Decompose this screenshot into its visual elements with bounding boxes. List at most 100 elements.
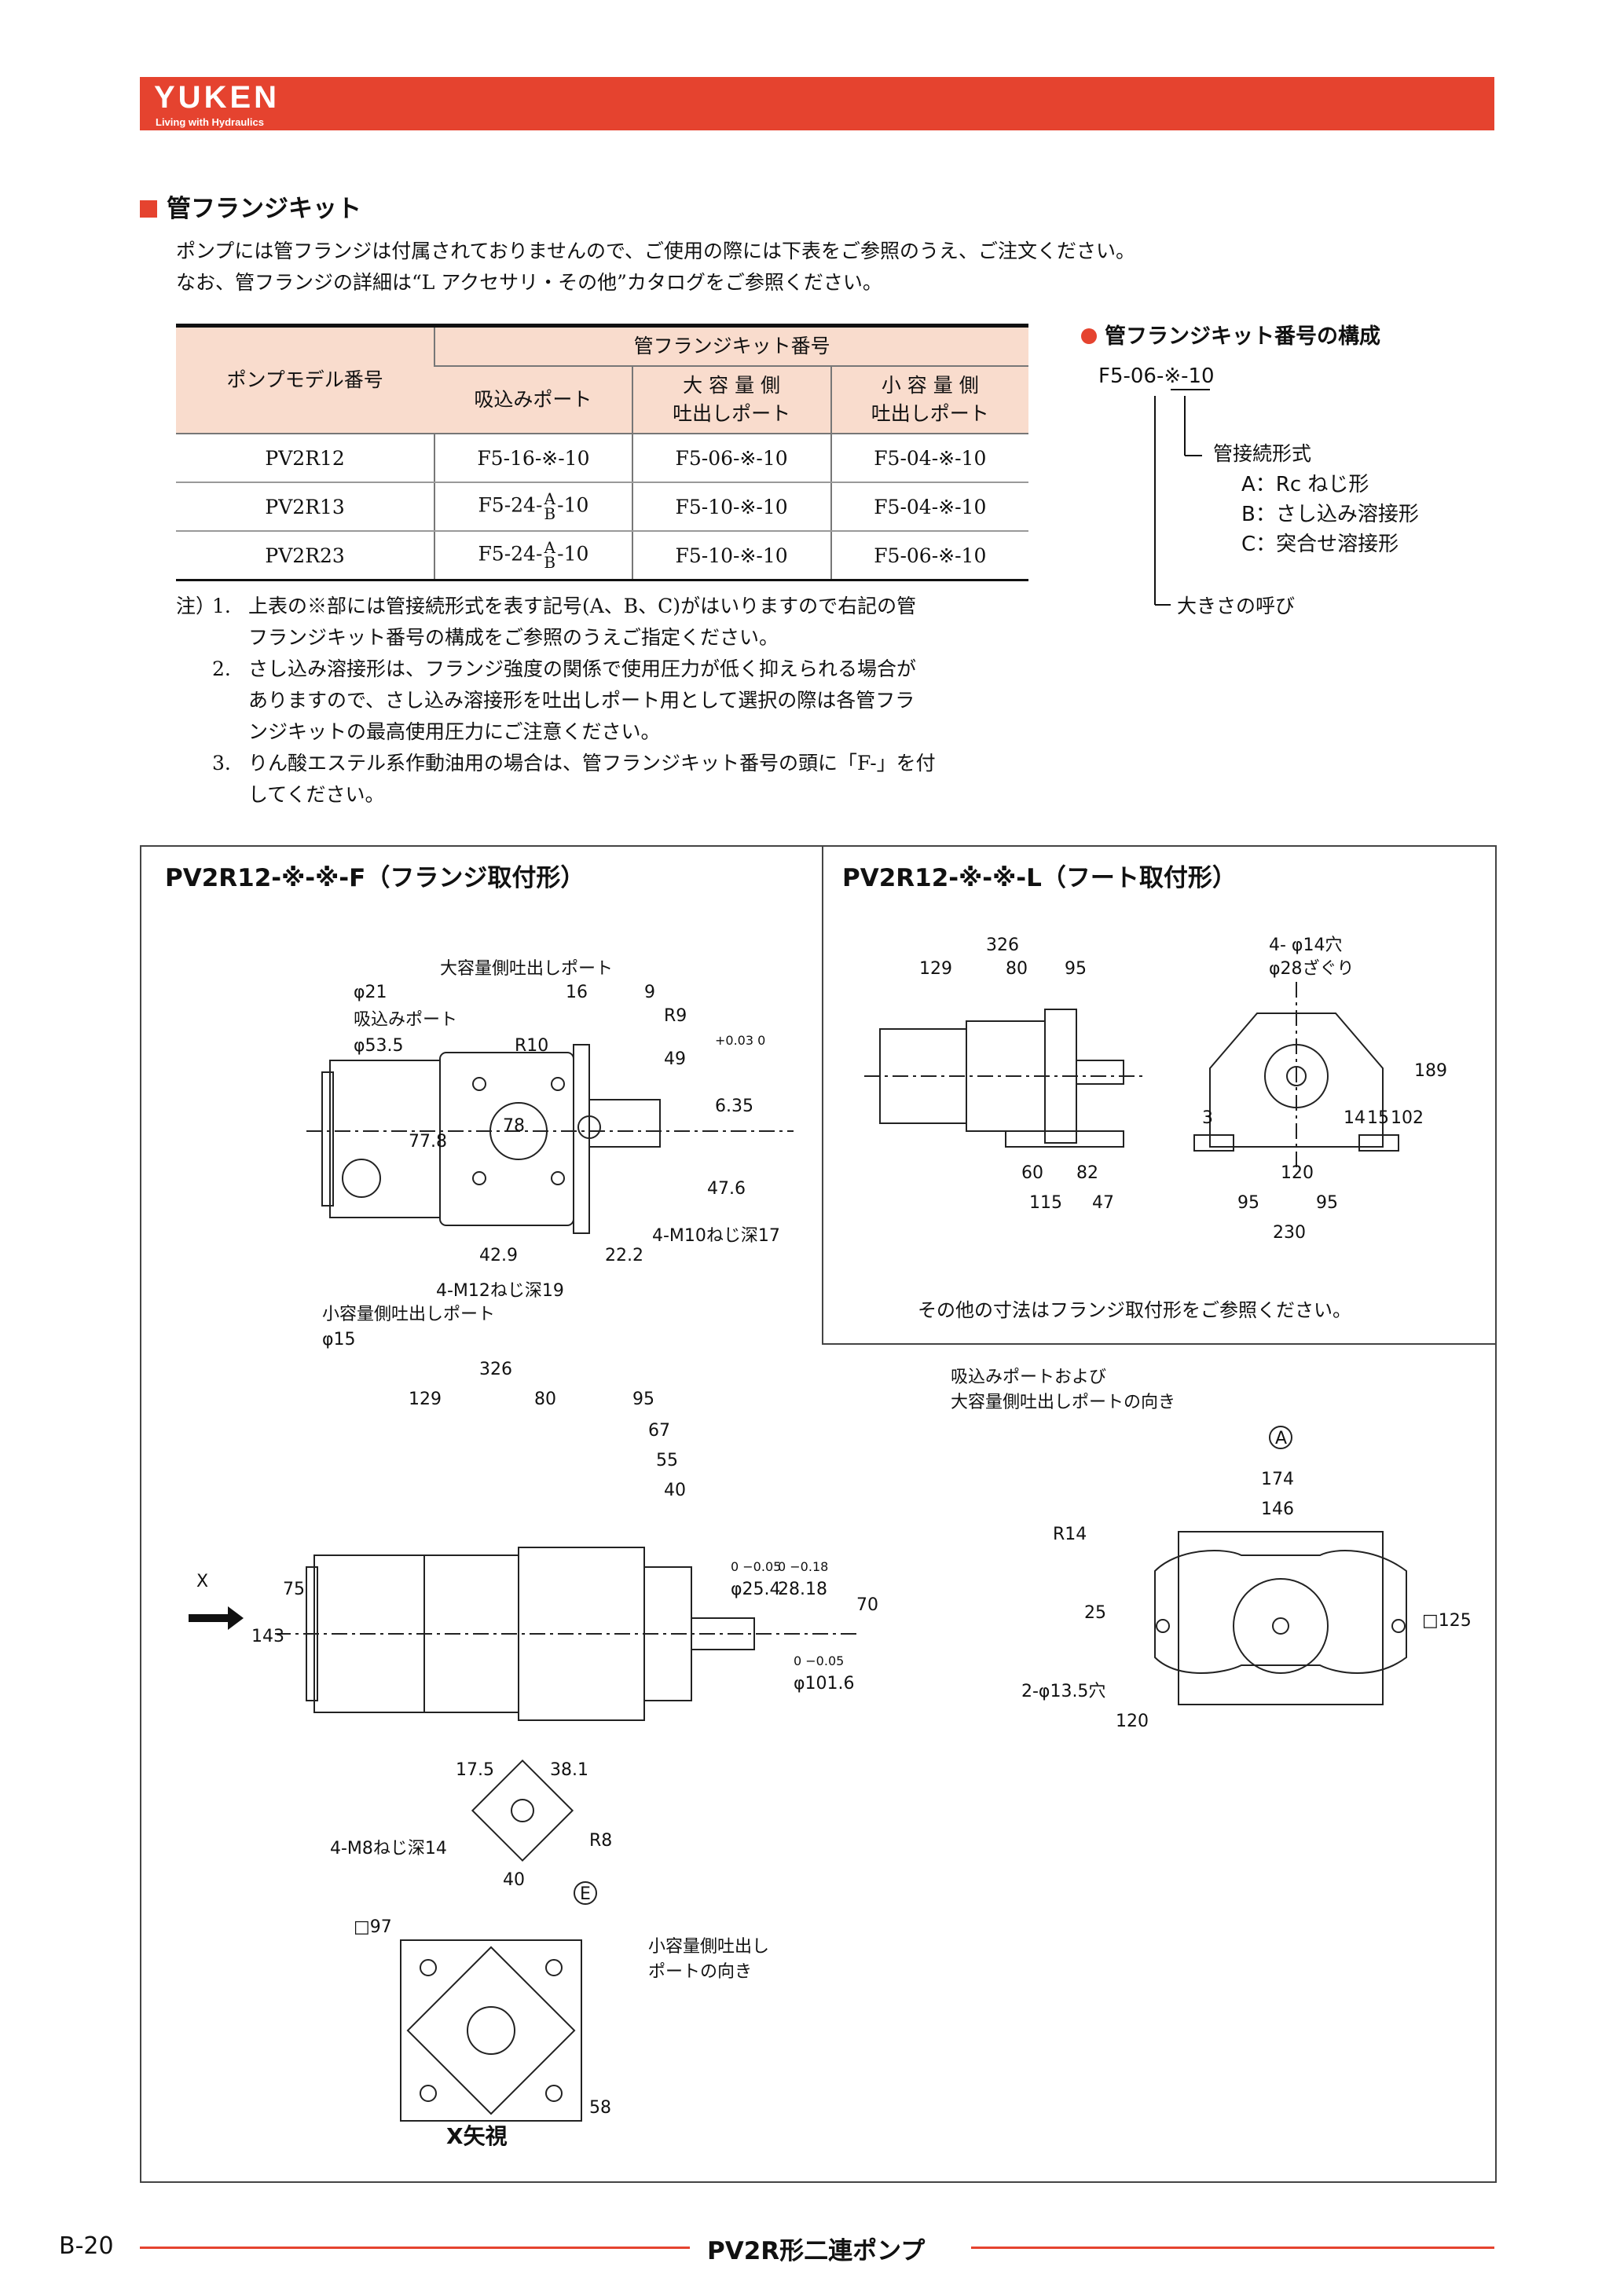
- dim-label: 129: [409, 1390, 442, 1409]
- dim-label: 189: [1414, 1061, 1447, 1081]
- dim-label: +0.03 0: [715, 1033, 765, 1048]
- dim-label: 82: [1076, 1163, 1098, 1183]
- dim-label: 22.2: [605, 1246, 643, 1265]
- drawing-frame: [140, 845, 1497, 2183]
- header-small: 小 容 量 側吐出しポート: [830, 366, 1028, 434]
- dim-label: 95: [632, 1390, 654, 1409]
- config-option: C：突合せ溶接形: [1241, 533, 1399, 556]
- dim-label: 146: [1261, 1500, 1294, 1519]
- dim-label: 42.9: [479, 1246, 518, 1265]
- dim-label: 58: [589, 2098, 611, 2118]
- notes: 注）1.上表の※部には管接続形式を表す記号(A、B、C)がはいりますので右記の管…: [176, 591, 1032, 811]
- brand-logo: YUKEN: [154, 80, 280, 115]
- flange-view-title: PV2R12-※-※-F（フランジ取付形）: [165, 864, 585, 892]
- config-code: F5-06-※-10: [1098, 364, 1215, 388]
- footer-rule: [971, 2247, 1494, 2249]
- header-bar: [140, 77, 1494, 130]
- dim-label: 75: [283, 1580, 305, 1599]
- dim-label: 143: [251, 1627, 284, 1646]
- header-large: 大 容 量 側吐出しポート: [631, 366, 831, 434]
- dim-label: 40: [664, 1481, 686, 1500]
- dim-label: 16: [566, 983, 588, 1002]
- flange-kit-table: ポンプモデル番号 管フランジキット番号 吸込みポート 大 容 量 側吐出しポート…: [176, 324, 1028, 581]
- dim-label: 14: [1344, 1108, 1366, 1128]
- dim-label: φ25.4: [731, 1580, 781, 1599]
- view-arrow-icon: [189, 1606, 244, 1630]
- footer-title: PV2R形二連ポンプ: [707, 2237, 926, 2265]
- dim-label: φ21: [354, 983, 387, 1002]
- config-size-label: 大きさの呼び: [1177, 595, 1296, 617]
- dim-label: 6.35: [715, 1097, 753, 1116]
- header-model: ポンプモデル番号: [176, 325, 435, 434]
- dim-label: E: [580, 1884, 591, 1904]
- dim-label: 0 −0.18: [778, 1559, 828, 1574]
- dim-label: 17.5: [456, 1760, 494, 1780]
- dim-label: 38.1: [550, 1760, 588, 1780]
- dim-label: 25: [1084, 1603, 1106, 1623]
- dim-label: 大容量側吐出しポート: [440, 959, 613, 979]
- dim-label: A: [1275, 1429, 1287, 1448]
- dim-label: 95: [1316, 1193, 1338, 1213]
- square-bullet-icon: [140, 200, 157, 218]
- dim-label: 55: [656, 1451, 678, 1470]
- dim-label: 67: [648, 1421, 670, 1441]
- intro-text: ポンプには管フランジは付属されておりませんので、ご使用の際には下表をご参照のうえ…: [176, 236, 1135, 298]
- dim-label: 小容量側吐出し: [648, 1937, 769, 1957]
- x-view-drawing: 17.5 38.1 4-M8ねじ深14 R8 40 E □97 小容量側吐出し …: [330, 1759, 769, 2122]
- main-side-drawing: 326 129 80 95 67 55 40 φ25.4 0 −0.05 28.…: [189, 1360, 878, 1721]
- flange-side-drawing: 大容量側吐出しポート φ21 吸込みポート φ53.5 R10 16 9 R9 …: [306, 959, 794, 1349]
- dim-label: 95: [1237, 1193, 1259, 1213]
- dim-label: 102: [1391, 1108, 1424, 1128]
- config-conn-label: 管接続形式: [1213, 442, 1312, 465]
- dim-label: 77.8: [409, 1132, 447, 1152]
- dim-label: 吸込みポート: [354, 1010, 457, 1030]
- dim-label: R8: [589, 1831, 612, 1851]
- dim-label: □125: [1422, 1611, 1472, 1631]
- dim-label: 吸込みポートおよび: [951, 1368, 1106, 1387]
- dim-label: 326: [479, 1360, 512, 1379]
- dim-label: R14: [1053, 1525, 1087, 1544]
- x-view-label: X矢視: [446, 2123, 508, 2149]
- dim-label: 3: [1202, 1108, 1213, 1128]
- dim-label: 4-M12ねじ深19: [436, 1281, 564, 1301]
- circle-bullet-icon: [1081, 328, 1097, 344]
- config-option: A：Rc ねじ形: [1241, 473, 1369, 496]
- frame-divider: [822, 1343, 1497, 1345]
- dim-label: 小容量側吐出しポート: [322, 1305, 495, 1324]
- dim-label: 15: [1367, 1108, 1389, 1128]
- dim-label: X: [196, 1572, 208, 1591]
- dim-label: 78: [503, 1116, 525, 1136]
- dim-label: φ15: [322, 1330, 356, 1349]
- dim-label: 230: [1273, 1223, 1306, 1243]
- dim-label: R9: [664, 1006, 687, 1026]
- config-title: 管フランジキット番号の構成: [1081, 319, 1380, 350]
- dim-label: 47.6: [707, 1179, 746, 1199]
- dim-label: 70: [856, 1595, 878, 1615]
- dim-label: 大容量側吐出しポートの向き: [951, 1393, 1175, 1412]
- page-number: B-20: [59, 2232, 114, 2260]
- dim-label: 80: [534, 1390, 556, 1409]
- dim-label: 40: [503, 1870, 525, 1890]
- notes-prefix: 注）: [176, 595, 216, 617]
- frame-divider: [822, 845, 823, 1345]
- dim-label: 0 −0.05: [794, 1653, 844, 1668]
- config-option: B：さし込み溶接形: [1241, 503, 1419, 526]
- dim-label: ポートの向き: [648, 1962, 752, 1982]
- dim-label: 120: [1116, 1712, 1149, 1731]
- table-row: PV2R12 F5-16-※-10 F5-06-※-10 F5-04-※-10: [176, 434, 1028, 483]
- dim-label: 49: [664, 1049, 686, 1069]
- header-group: 管フランジキット番号: [434, 325, 1028, 367]
- config-leader-lines: [1154, 389, 1210, 606]
- dim-label: 129: [919, 959, 952, 979]
- foot-drawing: 326 129 80 95 4- φ14穴 φ28ざぐり 189 102 15 …: [864, 936, 1447, 1243]
- dim-label: □97: [354, 1917, 392, 1937]
- dim-label: 326: [986, 936, 1019, 955]
- dim-label: 4-M10ねじ深17: [652, 1226, 780, 1246]
- dim-label: 95: [1065, 959, 1087, 979]
- footer-rule: [140, 2247, 690, 2249]
- section-title: 管フランジキット: [140, 189, 361, 224]
- dim-label: 9: [644, 983, 655, 1002]
- dim-label: 4-M8ねじ深14: [330, 1839, 447, 1858]
